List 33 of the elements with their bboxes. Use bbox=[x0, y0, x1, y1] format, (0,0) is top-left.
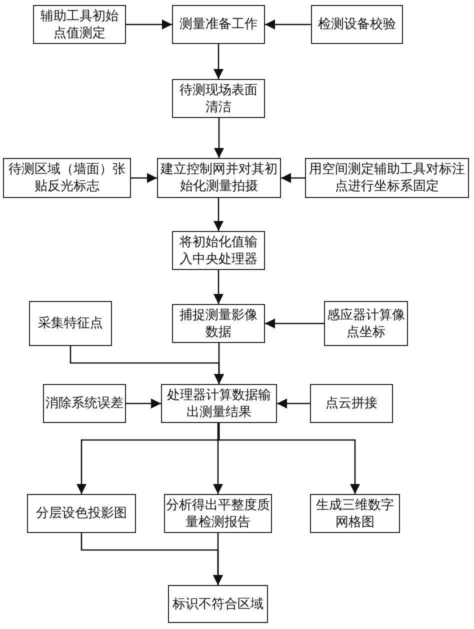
process-box: 检测设备校验 bbox=[311, 5, 403, 44]
arrow bbox=[213, 423, 223, 494]
arrow bbox=[214, 118, 224, 158]
process-box: 采集特征点 bbox=[29, 301, 112, 346]
arrow bbox=[265, 318, 324, 328]
arrow bbox=[80, 533, 223, 585]
arrow bbox=[70, 346, 224, 384]
process-box: 生成三维数字网格图 bbox=[310, 494, 400, 533]
process-box: 分层设色投影图 bbox=[27, 494, 136, 533]
arrow bbox=[131, 173, 157, 183]
arrow bbox=[126, 398, 161, 408]
process-box: 捕捉测量影像数据 bbox=[172, 304, 265, 343]
process-box: 分析得出平整度质量检测报告 bbox=[164, 494, 272, 533]
arrow bbox=[281, 173, 305, 183]
process-box: 点云拼接 bbox=[310, 384, 393, 423]
process-box: 将初始化值输入中央处理器 bbox=[172, 231, 265, 270]
arrow bbox=[214, 44, 224, 79]
process-box: 待测现场表面清洁 bbox=[172, 79, 265, 118]
process-box: 消除系统误差 bbox=[43, 384, 126, 423]
process-box: 标识不符合区域 bbox=[168, 585, 268, 623]
process-box: 用空间测定辅助工具对标注点进行坐标系固定 bbox=[305, 158, 469, 198]
process-box: 处理器计算数据输出测量结果 bbox=[161, 384, 277, 423]
arrow bbox=[265, 20, 311, 30]
process-box: 待测区域（墙面）张贴反光标志 bbox=[3, 158, 131, 198]
arrow bbox=[214, 270, 224, 304]
process-box: 感应器计算像点坐标 bbox=[324, 301, 408, 346]
arrow bbox=[214, 198, 224, 231]
process-box: 测量准备工作 bbox=[172, 5, 265, 44]
arrow bbox=[218, 423, 360, 494]
arrow bbox=[277, 398, 310, 408]
process-box: 建立控制网并对其初始化测量拍摄 bbox=[157, 158, 281, 198]
arrow bbox=[126, 20, 172, 30]
process-box: 辅助工具初始点值测定 bbox=[33, 5, 126, 44]
